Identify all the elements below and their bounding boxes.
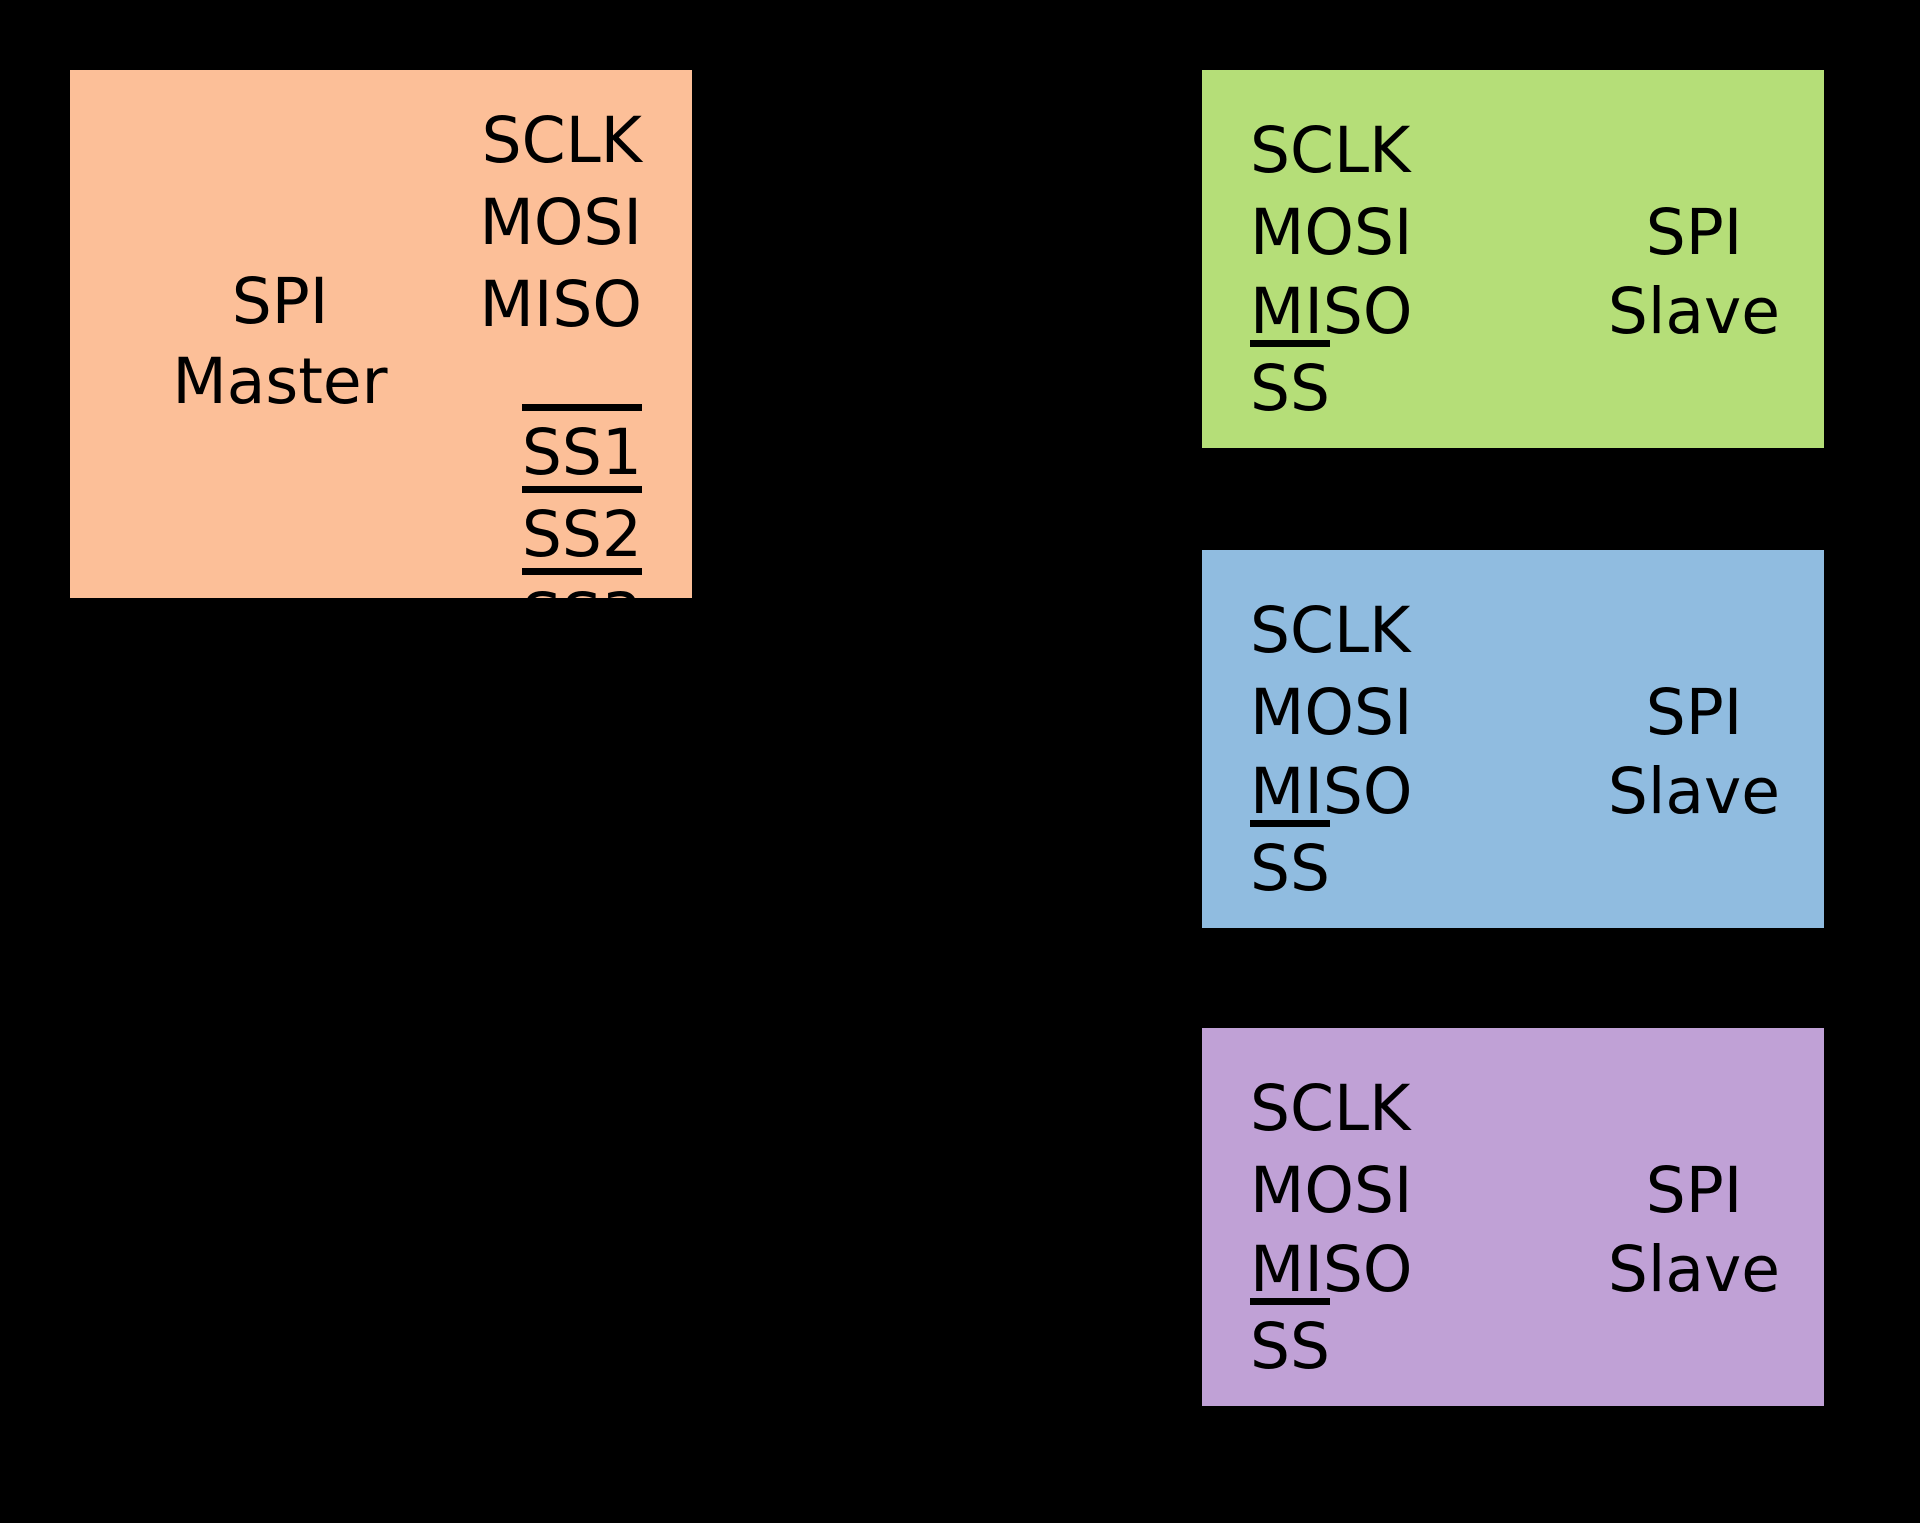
slave-1-pin-miso: MISO xyxy=(1250,275,1413,348)
spi-slave-3-box: SPI Slave SCLK MOSI MISO SS xyxy=(1202,1028,1824,1406)
master-pin-miso: MISO xyxy=(479,268,642,341)
spi-slave-1-box: SPI Slave SCLK MOSI MISO SS xyxy=(1202,70,1824,448)
slave-2-pin-miso: MISO xyxy=(1250,755,1413,828)
slave-2-label-line1: SPI xyxy=(1645,676,1743,749)
master-label-line2: Master xyxy=(172,345,388,418)
master-pin-mosi: MOSI xyxy=(479,186,642,259)
slave-2-pin-mosi: MOSI xyxy=(1250,676,1413,749)
slave-2-label-line2: Slave xyxy=(1607,755,1781,828)
slave-3-pin-ss: SS xyxy=(1250,1298,1330,1380)
slave-2-pin-ss: SS xyxy=(1250,820,1330,902)
spi-slave-2-box: SPI Slave SCLK MOSI MISO SS xyxy=(1202,550,1824,928)
slave-1-label-line1: SPI xyxy=(1645,196,1743,269)
slave-3-pin-sclk: SCLK xyxy=(1250,1072,1411,1145)
slave-3-pin-miso: MISO xyxy=(1250,1233,1413,1306)
master-pin-ss2: SS2 xyxy=(521,486,642,568)
master-label-line1: SPI xyxy=(231,265,329,338)
slave-1-pin-ss: SS xyxy=(1250,340,1330,422)
slave-3-pin-mosi: MOSI xyxy=(1250,1154,1413,1227)
spi-master-box: SPI Master SCLK MOSI MISO SS1 SS2 SS3 xyxy=(70,70,692,650)
master-pin-ss3: SS3 xyxy=(521,568,642,650)
slave-1-pin-sclk: SCLK xyxy=(1250,114,1411,187)
slave-3-label-line1: SPI xyxy=(1645,1154,1743,1227)
master-pin-ss1: SS1 xyxy=(521,404,642,486)
slave-1-label-line2: Slave xyxy=(1607,275,1781,348)
master-pin-sclk: SCLK xyxy=(481,104,642,177)
slave-1-pin-mosi: MOSI xyxy=(1250,196,1413,269)
slave-3-label-line2: Slave xyxy=(1607,1233,1781,1306)
slave-2-pin-sclk: SCLK xyxy=(1250,594,1411,667)
